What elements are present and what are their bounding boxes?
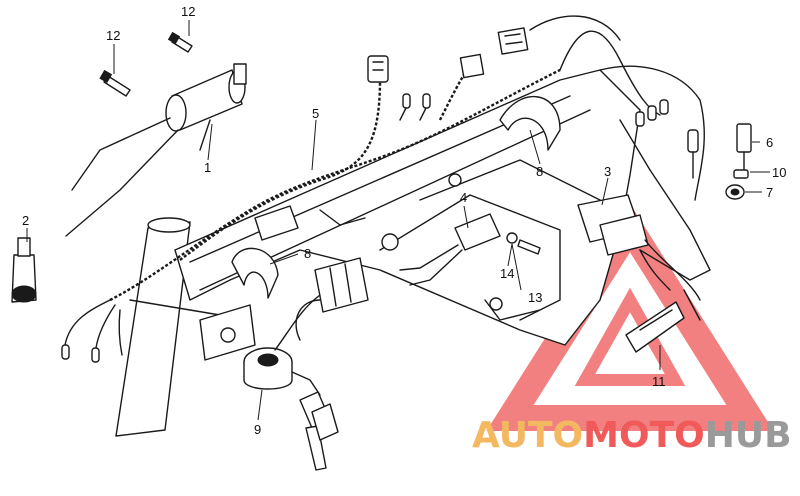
watermark-moto: MOTO: [583, 415, 705, 456]
fuse-holder: [736, 123, 752, 171]
lower-wire-leads: [64, 299, 123, 356]
watermark-auto: AUTO: [472, 415, 583, 456]
callout-2: 2: [22, 213, 29, 228]
spark-plug-cap: [11, 237, 37, 303]
callout-3: 3: [604, 164, 611, 179]
callout-7: 7: [766, 185, 773, 200]
callout-8-upper: 8: [536, 164, 543, 179]
ignition-switch: [243, 294, 321, 396]
callout-13: 13: [528, 290, 542, 305]
inline-fuse: [687, 129, 699, 179]
callout-6: 6: [766, 135, 773, 150]
callout-11: 11: [652, 374, 666, 389]
callout-4: 4: [460, 190, 467, 205]
watermark-logo: AUTOMOTOHUB: [472, 415, 792, 456]
fuse-cap: [725, 184, 745, 200]
terminal-cover: [625, 289, 701, 353]
watermark-text: AUTOMOTOHUB: [472, 415, 792, 456]
bolt-upper: [167, 31, 193, 53]
callout-10: 10: [772, 165, 786, 180]
frame-head-tube: [115, 217, 251, 437]
harness-connector-left: [367, 55, 389, 83]
watermark-hub: HUB: [705, 415, 792, 456]
bolt-lower: [99, 69, 131, 97]
callout-9: 9: [254, 422, 261, 437]
harness-connector-mid: [459, 53, 485, 79]
callout-8-lower: 8: [304, 246, 311, 261]
turn-signal-relay: [399, 213, 501, 286]
ignition-keys: [299, 391, 339, 471]
fastener-13: [517, 239, 541, 255]
callout-12-left: 12: [106, 28, 120, 43]
harness-connector-box: [254, 205, 299, 241]
callout-14: 14: [500, 266, 514, 281]
multi-pin-connector: [295, 257, 369, 341]
fuse: [733, 169, 749, 179]
regulator-rectifier: [577, 194, 701, 301]
leader-lines: [26, 20, 770, 421]
callout-12-top: 12: [181, 4, 195, 19]
harness-band-upper: [499, 95, 561, 151]
harness-connector-top: [497, 27, 529, 55]
harness-band-lower: [231, 247, 279, 299]
callout-1: 1: [204, 160, 211, 175]
fastener-14: [506, 232, 518, 244]
ignition-coil: [65, 63, 247, 237]
callout-5: 5: [312, 106, 319, 121]
